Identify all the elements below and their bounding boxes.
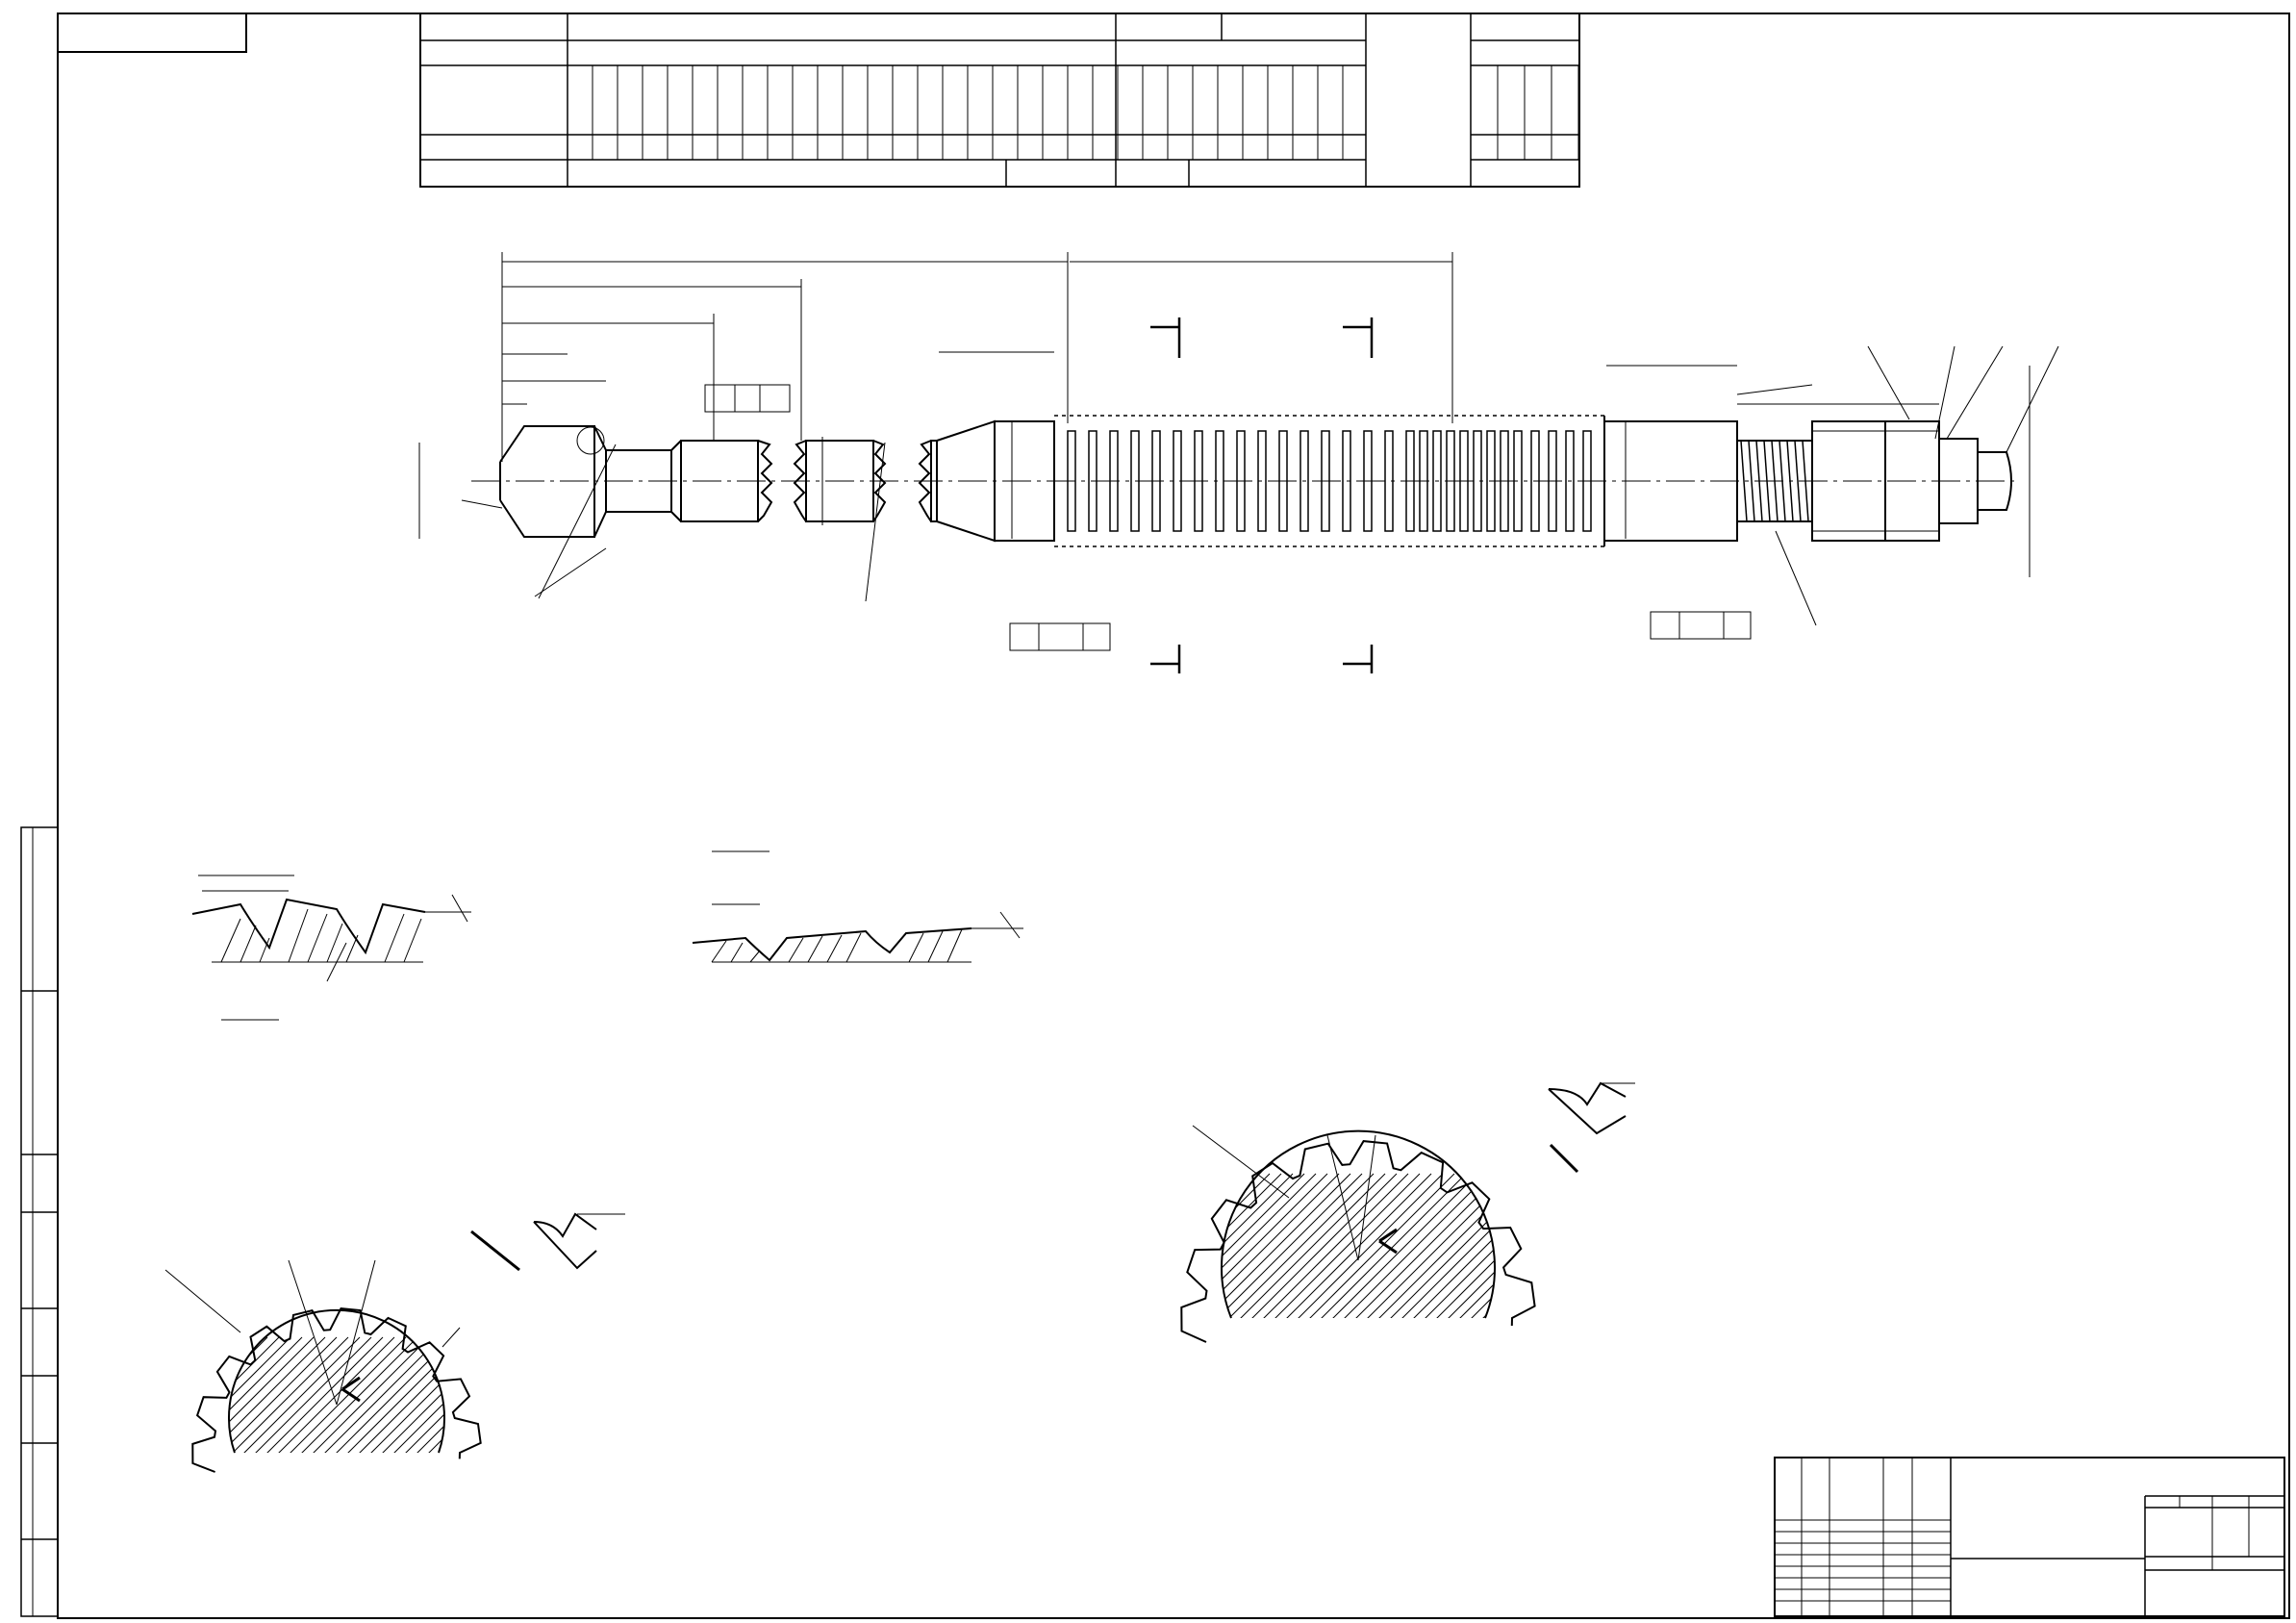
section-g-g	[1548, 1081, 1635, 1174]
tooth-profile-detail-2	[692, 850, 1023, 963]
section-b-b	[470, 1212, 625, 1272]
section-v-v	[1180, 1125, 1536, 1343]
section-a-a	[164, 1259, 482, 1473]
tooth-profile-detail-1	[191, 875, 471, 1021]
left-margin-stamp	[20, 826, 59, 1617]
title-block	[1774, 1457, 2285, 1617]
broach-main-view	[499, 415, 2012, 547]
sheet-frame	[57, 13, 2290, 1619]
corner-stamp-box	[57, 13, 247, 53]
main-dimensions	[418, 252, 2059, 673]
teeth-parameter-table	[419, 13, 1580, 188]
